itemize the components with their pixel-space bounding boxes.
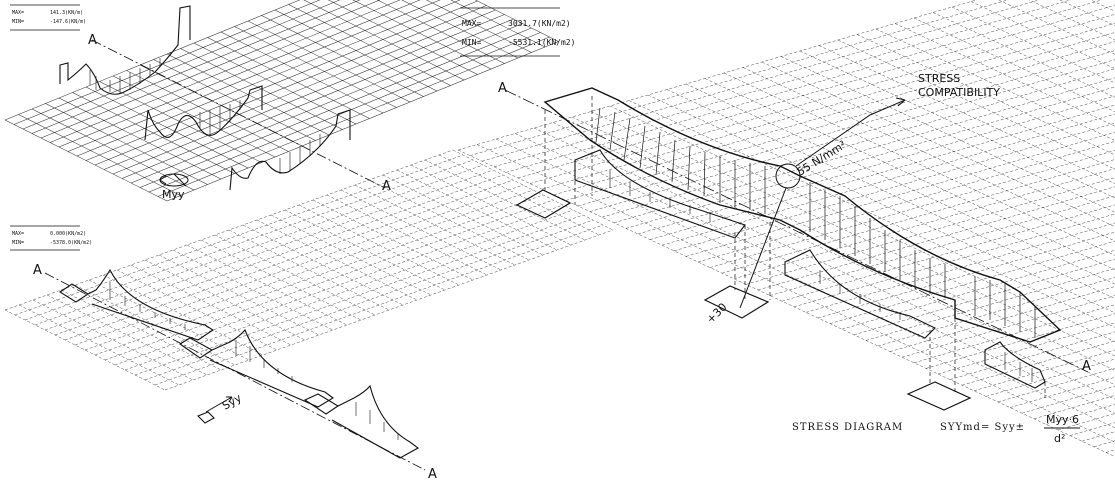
moment-legend: MAX= 141.3(KN/m) MIN= -147.6(KN/m) bbox=[10, 4, 86, 31]
moment-hatching bbox=[89, 52, 321, 174]
stress-right-min-value: -5531.1(KN/m2) bbox=[508, 38, 575, 47]
stress-left-panel: MAX= 0.000(KN/m2) MIN= -5378.0(KN/m2) A … bbox=[4, 149, 614, 482]
moment-curves bbox=[59, 5, 351, 191]
stress-right-grid bbox=[457, 0, 1115, 457]
stress-value2-label: +30 bbox=[704, 301, 730, 327]
stress-right-min-label: MIN= bbox=[462, 38, 481, 47]
stress-compatibility-circle bbox=[775, 163, 801, 189]
stress-right-section-end: A bbox=[1082, 359, 1091, 374]
moment-min-label: MIN= bbox=[12, 19, 24, 25]
stress-left-section-start: A bbox=[33, 263, 42, 278]
stress-right-hatching bbox=[595, 107, 1036, 338]
stress-right-projections bbox=[544, 96, 1046, 398]
stress-right-section-line bbox=[504, 89, 1089, 373]
moment-max-value: 141.3(KN/m) bbox=[50, 10, 83, 16]
moment-label: Myy bbox=[162, 188, 185, 201]
formula-left: SYYmd= Syy± bbox=[940, 422, 1025, 433]
moment-section-line bbox=[91, 39, 386, 189]
stress-value-label: 55 N/mm² bbox=[795, 138, 849, 178]
formula-denominator: d² bbox=[1054, 432, 1065, 445]
stress-right-secondary-hatching bbox=[609, 170, 1033, 382]
stress-left-curves bbox=[58, 268, 420, 459]
moment-section-start: A bbox=[88, 33, 97, 48]
caption-text: STRESS DIAGRAM bbox=[792, 422, 903, 433]
stress-right-squares bbox=[515, 189, 972, 411]
stress-left-max-value: 0.000(KN/m2) bbox=[50, 231, 86, 237]
formula-numerator: Myy·6 bbox=[1046, 413, 1079, 426]
moment-grid bbox=[4, 0, 559, 202]
stress-left-arrow: Syy bbox=[205, 391, 244, 413]
annotation-line1: STRESS bbox=[918, 72, 960, 85]
annotation-line2: COMPATIBILITY bbox=[918, 86, 1000, 99]
stress-left-min-label: MIN= bbox=[12, 240, 24, 246]
stress-left-label: Syy bbox=[220, 391, 244, 413]
moment-min-value: -147.6(KN/m) bbox=[50, 19, 86, 25]
stress-left-grid bbox=[4, 149, 614, 391]
moment-section-end: A bbox=[382, 179, 391, 194]
stress-right-max-label: MAX= bbox=[462, 19, 481, 28]
stress-left-hatching bbox=[109, 282, 399, 440]
stress-right-legend: MAX= 3031.7(KN/m2) MIN= -5531.1(KN/m2) bbox=[460, 7, 575, 57]
moment-max-label: MAX= bbox=[12, 10, 24, 16]
moment-symbol: Myy bbox=[159, 173, 189, 201]
stress-caption: STRESS DIAGRAM SYYmd= Syy± Myy·6 d² bbox=[792, 413, 1080, 445]
stress-right-main-strip bbox=[543, 87, 1062, 343]
stress-right-secondary bbox=[574, 149, 1046, 389]
stress-left-legend: MAX= 0.000(KN/m2) MIN= -5378.0(KN/m2) bbox=[10, 225, 92, 251]
stress-right-section-start: A bbox=[498, 81, 507, 96]
moment-panel: MAX= 141.3(KN/m) MIN= -147.6(KN/m) A A bbox=[4, 0, 559, 202]
stress-left-section-end: A bbox=[428, 467, 437, 482]
stress-right-max-value: 3031.7(KN/m2) bbox=[508, 19, 571, 28]
stress-right-panel: MAX= 3031.7(KN/m2) MIN= -5531.1(KN/m2) A… bbox=[457, 0, 1115, 457]
stress-left-max-label: MAX= bbox=[12, 231, 24, 237]
stress-left-min-value: -5378.0(KN/m2) bbox=[50, 240, 92, 246]
